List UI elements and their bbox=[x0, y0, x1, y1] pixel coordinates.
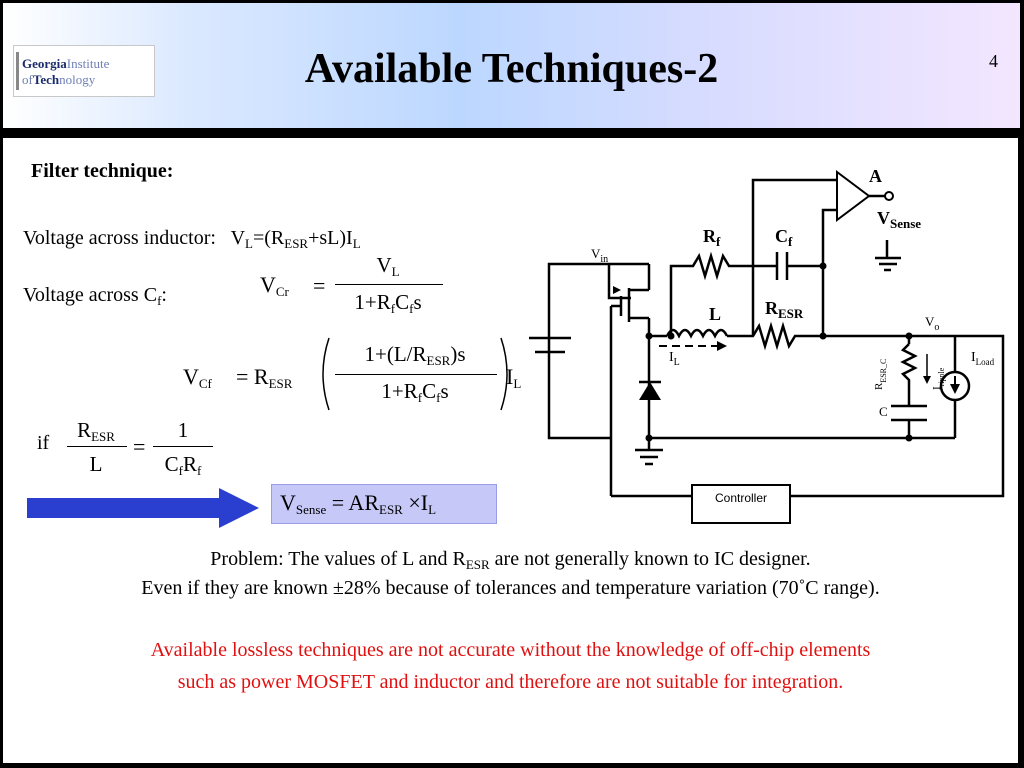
il-label: IL bbox=[669, 350, 680, 368]
eq2-parentheses bbox=[322, 337, 508, 411]
vsense-label: VSense bbox=[877, 208, 922, 231]
eq1-lhs: VCr bbox=[260, 272, 289, 299]
eq3-right-denominator: CfRf bbox=[164, 452, 202, 478]
resr-c-label: RESR_C bbox=[873, 358, 888, 390]
georgia-tech-logo: GeorgiaInstitute ofTechnology bbox=[13, 45, 155, 97]
eq3-left-numerator: RESR bbox=[77, 418, 115, 444]
cf-voltage-label: Voltage across Cf: bbox=[23, 284, 167, 308]
node-a-label: A bbox=[869, 166, 882, 186]
logo-graphic: GeorgiaInstitute ofTechnology bbox=[16, 52, 110, 90]
eq1-numerator: VL bbox=[376, 253, 400, 279]
eq2-il: IL bbox=[506, 364, 522, 391]
vo-label: Vo bbox=[925, 314, 940, 333]
svg-text:ofTechnology: ofTechnology bbox=[22, 72, 96, 87]
eq2-numerator: 1+(L/RESR)s bbox=[364, 342, 466, 368]
controller-block: Controller bbox=[691, 484, 791, 524]
inductor-voltage-label: Voltage across inductor: bbox=[23, 227, 216, 249]
result-equation: VSense = ARESR ×IL bbox=[280, 490, 437, 517]
slide-body: Filter technique: Voltage across inducto… bbox=[3, 138, 1018, 763]
eq1-equals: = bbox=[313, 273, 326, 298]
inductor-voltage-line: Voltage across inductor: VL=(RESR+sL)IL bbox=[23, 227, 361, 252]
page-number: 4 bbox=[989, 51, 998, 71]
eq3-right-numerator: 1 bbox=[177, 418, 189, 442]
iload-label: ILoad bbox=[971, 350, 995, 367]
problem-line-2: Even if they are known ±28% because of t… bbox=[141, 577, 880, 599]
right-arrow-icon bbox=[27, 488, 259, 528]
eq3-left-denominator: L bbox=[89, 452, 103, 476]
eq1-fraction-bar bbox=[335, 284, 443, 285]
eq2-resr: = RESR bbox=[236, 364, 293, 391]
buck-converter-circuit bbox=[529, 170, 1005, 498]
eq3-equals: = bbox=[133, 434, 146, 459]
vin-label: Vin bbox=[591, 246, 609, 265]
rf-label: Rf bbox=[703, 226, 721, 249]
problem-line-1: Problem: The values of L and RESR are no… bbox=[210, 548, 811, 572]
section-heading: Filter technique: bbox=[31, 160, 174, 182]
c-label: C bbox=[879, 404, 888, 419]
eq2-fraction-bar bbox=[335, 374, 497, 375]
slide-title: Available Techniques-2 bbox=[304, 46, 719, 92]
eq1-denominator: 1+RfCfs bbox=[354, 290, 422, 316]
conclusion-line-1: Available lossless techniques are not ac… bbox=[150, 639, 871, 661]
cf-label: Cf bbox=[775, 226, 793, 249]
svg-text:GeorgiaInstitute: GeorgiaInstitute bbox=[22, 56, 110, 71]
eq3-if: if bbox=[37, 432, 50, 454]
slide-header: GeorgiaInstitute ofTechnology Available … bbox=[3, 3, 1020, 128]
conclusion-line-2: such as power MOSFET and inductor and th… bbox=[177, 671, 844, 693]
inductor-label: L bbox=[709, 304, 722, 324]
iripple-label: Iripple bbox=[931, 367, 946, 390]
inductor-voltage-eq: VL=(RESR+sL)IL bbox=[230, 227, 361, 251]
resr-label: RESR bbox=[765, 298, 804, 321]
eq2-denominator: 1+RfCfs bbox=[381, 379, 449, 405]
result-box: VSense = ARESR ×IL bbox=[271, 484, 497, 524]
eq2-lhs: VCf bbox=[183, 364, 212, 391]
eq3-left-bar bbox=[67, 446, 127, 447]
eq3-right-bar bbox=[153, 446, 213, 447]
